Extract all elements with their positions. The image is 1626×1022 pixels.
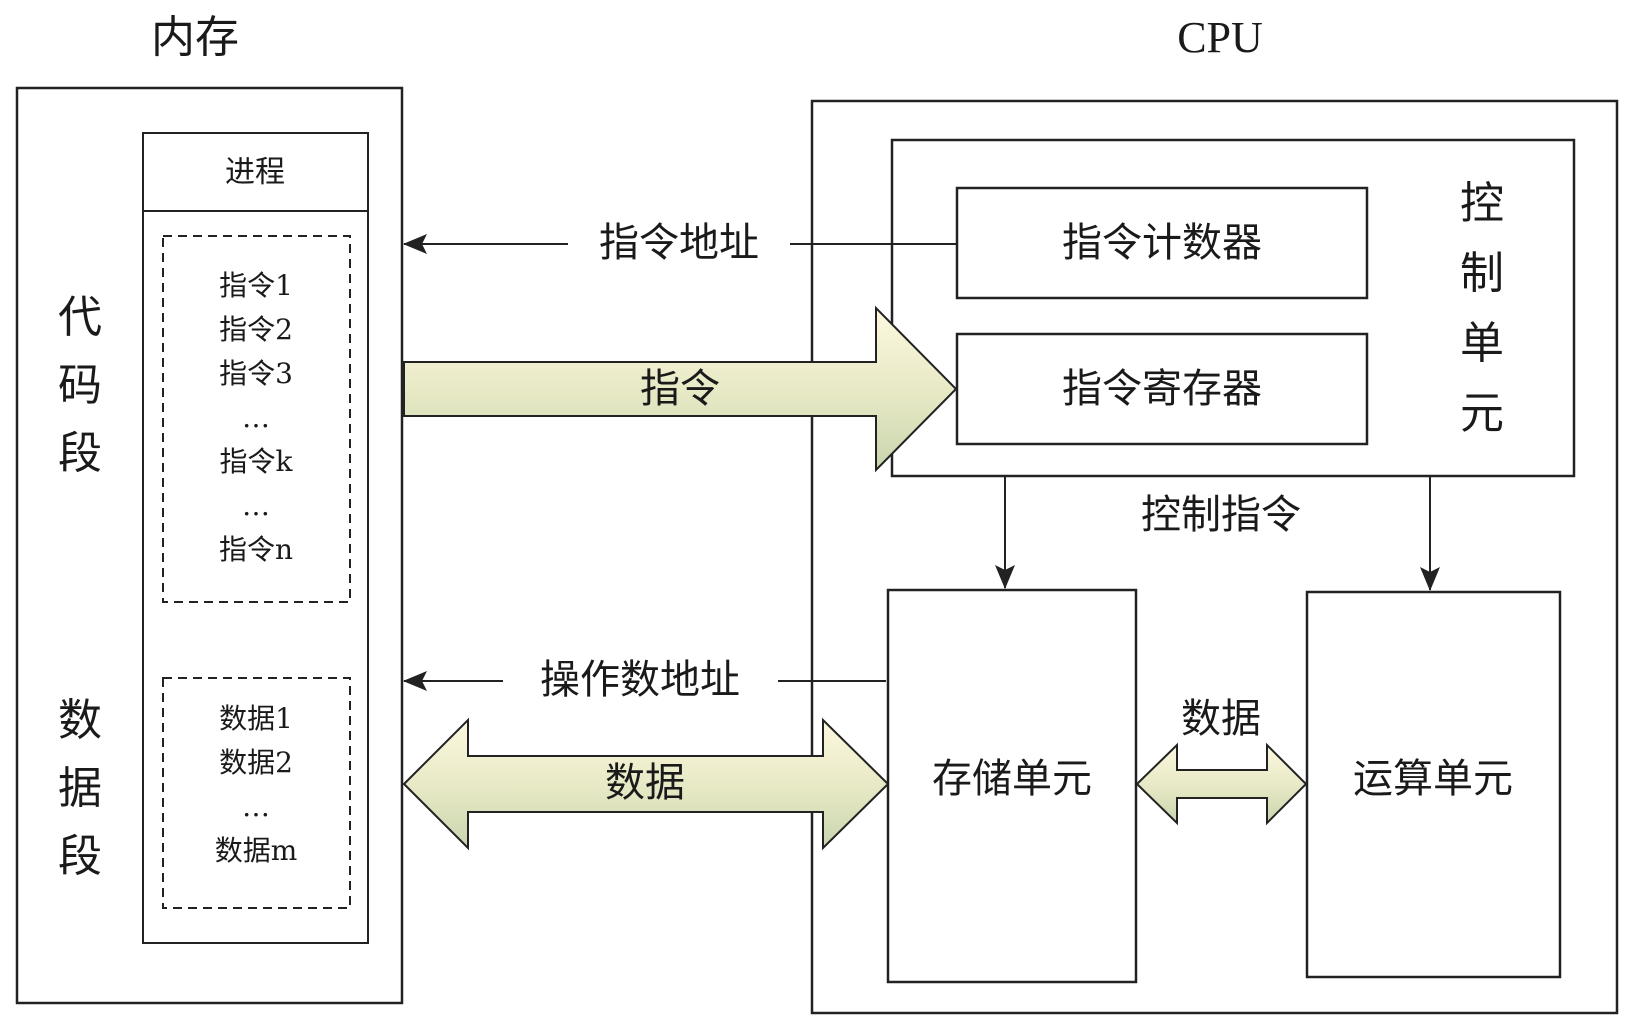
instruction-item: 指令2: [219, 313, 293, 346]
memory-title: 内存: [151, 12, 239, 63]
svg-text:数据段: 数据段: [58, 695, 102, 882]
data-label: 数据: [605, 760, 685, 806]
data-list-box: [162, 677, 351, 909]
process-header: 进程: [225, 155, 285, 190]
data-big-arrow: [402, 717, 890, 851]
instruction-list: 指令1 指令2 指令3 … 指令k … 指令n: [219, 269, 294, 566]
data-list: 数据1 数据2 … 数据m: [215, 702, 298, 867]
internal-data-label: 数据: [1181, 696, 1261, 742]
data-item: 数据m: [215, 834, 298, 867]
program-counter-label: 指令计数器: [1062, 220, 1262, 266]
instruction-item: …: [242, 401, 270, 434]
data-item: 数据2: [219, 746, 293, 779]
cpu-title: CPU: [1177, 13, 1263, 62]
instruction-address-label: 指令地址: [599, 220, 759, 266]
instruction-big-arrow: [403, 305, 958, 473]
instruction-label: 指令: [640, 366, 720, 412]
operand-address-label: 操作数地址: [540, 657, 740, 703]
program-counter-box: [955, 186, 1369, 300]
instruction-item: …: [242, 489, 270, 522]
alu-label: 运算单元: [1353, 756, 1513, 802]
data-segment-label: 数据段: [58, 695, 102, 882]
control-unit-label: 控制单元: [1460, 178, 1504, 439]
instruction-item: 指令1: [219, 269, 293, 302]
svg-text:代码段: 代码段: [58, 292, 102, 479]
internal-data-arrow: [1135, 742, 1308, 826]
svg-text:控制单元: 控制单元: [1460, 178, 1504, 439]
instruction-register-box: [955, 332, 1369, 446]
process-box: [142, 132, 369, 944]
instruction-list-box: [162, 235, 351, 603]
instruction-register-label: 指令寄存器: [1062, 366, 1262, 412]
alu-box: [1305, 590, 1562, 979]
data-item: …: [242, 790, 270, 823]
storage-unit-box: [886, 588, 1138, 984]
storage-unit-label: 存储单元: [932, 756, 1092, 802]
instruction-item: 指令n: [219, 533, 293, 566]
process-header-box: [142, 132, 369, 212]
code-segment-label: 代码段: [58, 292, 102, 479]
control-instruction-label: 控制指令: [1141, 492, 1301, 538]
instruction-item: 指令k: [220, 445, 294, 478]
data-item: 数据1: [219, 702, 293, 735]
instruction-item: 指令3: [219, 357, 293, 390]
